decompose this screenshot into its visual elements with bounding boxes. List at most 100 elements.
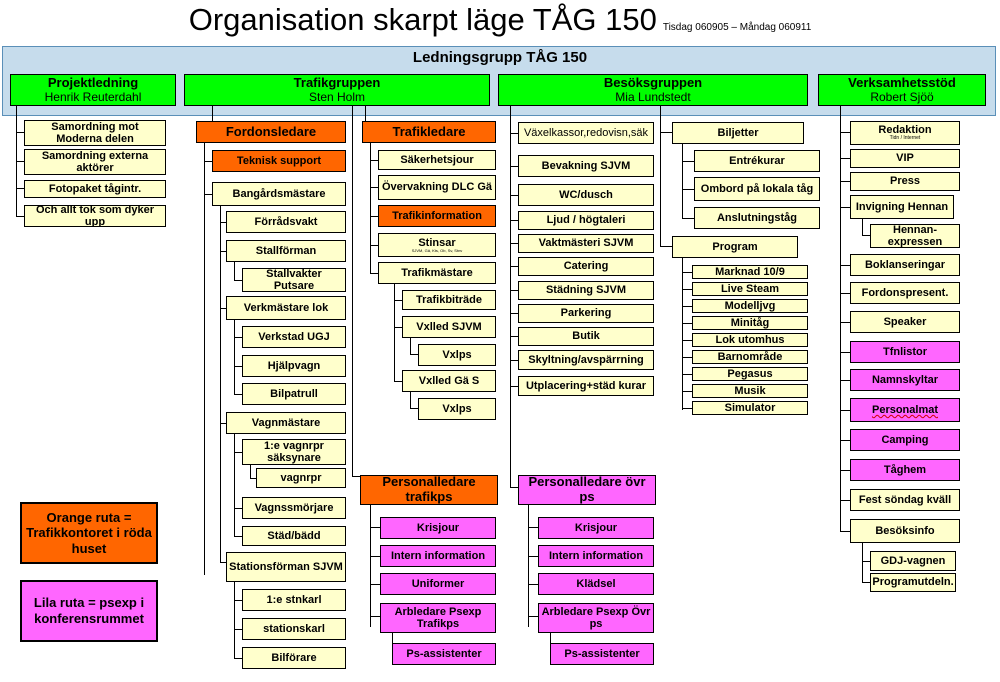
vagnrpr-box: vagnrpr bbox=[256, 468, 346, 488]
connector bbox=[394, 381, 402, 382]
program-item: Musik bbox=[692, 384, 808, 398]
connector bbox=[840, 410, 850, 411]
vxgas-box: Vxlled Gä S bbox=[402, 370, 496, 392]
ps-assistenter-box: Ps-assistenter bbox=[392, 643, 496, 665]
connector bbox=[840, 181, 850, 182]
connector bbox=[840, 470, 850, 471]
connector bbox=[510, 106, 511, 488]
trafikinformation-box: Trafikinformation bbox=[378, 205, 496, 227]
connector bbox=[682, 161, 694, 162]
connector bbox=[410, 338, 411, 355]
vagnrpr1-box: 1:e vagnrpr säksynare bbox=[242, 439, 346, 465]
connector bbox=[840, 500, 850, 501]
connector bbox=[234, 262, 235, 281]
connector bbox=[370, 143, 371, 273]
program-item: Barnområde bbox=[692, 350, 808, 364]
connector bbox=[250, 478, 256, 479]
biljett-item: Anslutningståg bbox=[694, 207, 820, 229]
program-item: Pegasus bbox=[692, 367, 808, 381]
ps-ovr-item: Krisjour bbox=[538, 517, 654, 539]
stinsar-label: Stinsar bbox=[418, 236, 456, 249]
besok-item: Catering bbox=[518, 257, 654, 276]
connector bbox=[840, 380, 850, 381]
connector bbox=[510, 290, 518, 291]
connector bbox=[370, 616, 380, 617]
ps-ovr-item: Intern information bbox=[538, 545, 654, 567]
connector bbox=[510, 243, 518, 244]
trafikledare-box: Trafikledare bbox=[362, 121, 496, 143]
connector bbox=[370, 187, 378, 188]
connector bbox=[862, 582, 870, 583]
connector bbox=[682, 306, 692, 307]
fordonspresent-box: Fordonspresent. bbox=[850, 282, 960, 304]
group-name: Mia Lundstedt bbox=[615, 89, 691, 104]
connector bbox=[234, 320, 235, 394]
connector bbox=[510, 336, 518, 337]
connector bbox=[220, 423, 226, 424]
gdj-box: GDJ-vagnen bbox=[870, 551, 956, 571]
besok-item: Städning SJVM bbox=[518, 281, 654, 300]
connector bbox=[370, 527, 380, 528]
boklansering-box: Boklanseringar bbox=[850, 254, 960, 276]
trafikbitrade-box: Trafikbiträde bbox=[402, 290, 496, 310]
redaktion-box: Redaktion Tidn / Internet bbox=[850, 121, 960, 145]
connector bbox=[370, 216, 378, 217]
connector bbox=[352, 476, 360, 477]
group-head: Trafikgruppen bbox=[293, 75, 381, 90]
connector bbox=[840, 207, 850, 208]
program-item: Marknad 10/9 bbox=[692, 265, 808, 279]
connector bbox=[234, 508, 242, 509]
ps-ovr-item: Klädsel bbox=[538, 573, 654, 595]
besok-item: Butik bbox=[518, 327, 654, 346]
biljett-item: Ombord på lokala tåg bbox=[694, 177, 820, 201]
verkstad-box: Verkstad UGJ bbox=[242, 326, 346, 348]
connector bbox=[234, 366, 242, 367]
besok-item: Växelkassor,redovisn,säk bbox=[518, 122, 654, 144]
besok-item: Skyltning/avspärrning bbox=[518, 350, 654, 370]
connector bbox=[370, 505, 371, 627]
connector bbox=[840, 531, 850, 532]
title-main: Organisation skarpt läge TÅG 150 bbox=[188, 2, 657, 37]
connector bbox=[234, 452, 242, 453]
connector bbox=[510, 313, 518, 314]
connector bbox=[510, 487, 518, 488]
forradsvakt-box: Förrådsvakt bbox=[226, 211, 346, 233]
smorjare-box: Vagnssmörjare bbox=[242, 497, 346, 519]
group-verksamhetsstod: Verksamhetsstöd Robert Sjöö bbox=[818, 74, 986, 106]
redaktion-sub: Tidn / Internet bbox=[889, 135, 921, 142]
legend-lila: Lila ruta = psexp i konferensrummet bbox=[20, 580, 158, 642]
speaker-box: Speaker bbox=[850, 311, 960, 333]
connector bbox=[510, 166, 518, 167]
connector bbox=[862, 543, 863, 583]
connector bbox=[234, 582, 235, 658]
fest-box: Fest söndag kväll bbox=[850, 489, 960, 511]
connector bbox=[528, 556, 538, 557]
connector bbox=[840, 322, 850, 323]
connector bbox=[204, 194, 212, 195]
stallvakter-box: Stallvakter Putsare bbox=[242, 268, 346, 292]
connector bbox=[550, 633, 551, 643]
connector bbox=[660, 132, 672, 133]
bangardsmastare-box: Bangårdsmästare bbox=[212, 182, 346, 206]
legend-orange: Orange ruta = Trafikkontoret i röda huse… bbox=[20, 502, 158, 564]
connector bbox=[370, 584, 380, 585]
connector bbox=[660, 246, 672, 247]
group-besoksgruppen: Besöksgruppen Mia Lundstedt bbox=[498, 74, 808, 106]
connector bbox=[840, 106, 841, 532]
tfnlistor-box: Tfnlistor bbox=[850, 341, 960, 363]
connector bbox=[234, 536, 242, 537]
program-item: Simulator bbox=[692, 401, 808, 415]
connector bbox=[370, 245, 378, 246]
ps-trafik-item: Uniformer bbox=[380, 573, 496, 595]
stinsar-box: Stinsar SJVM, Gä, Kts, Ob, Sv, Stnv bbox=[378, 233, 496, 257]
connector bbox=[682, 258, 683, 410]
biljetter-box: Biljetter bbox=[672, 122, 804, 144]
hennan-box: Hennan-expressen bbox=[870, 224, 960, 248]
title-dates: Tisdag 060905 – Måndag 060911 bbox=[662, 22, 812, 33]
connector bbox=[840, 293, 850, 294]
connector bbox=[510, 360, 518, 361]
connector bbox=[234, 658, 242, 659]
connector bbox=[682, 189, 694, 190]
biljett-item: Entrékurar bbox=[694, 150, 820, 172]
connector bbox=[234, 337, 242, 338]
